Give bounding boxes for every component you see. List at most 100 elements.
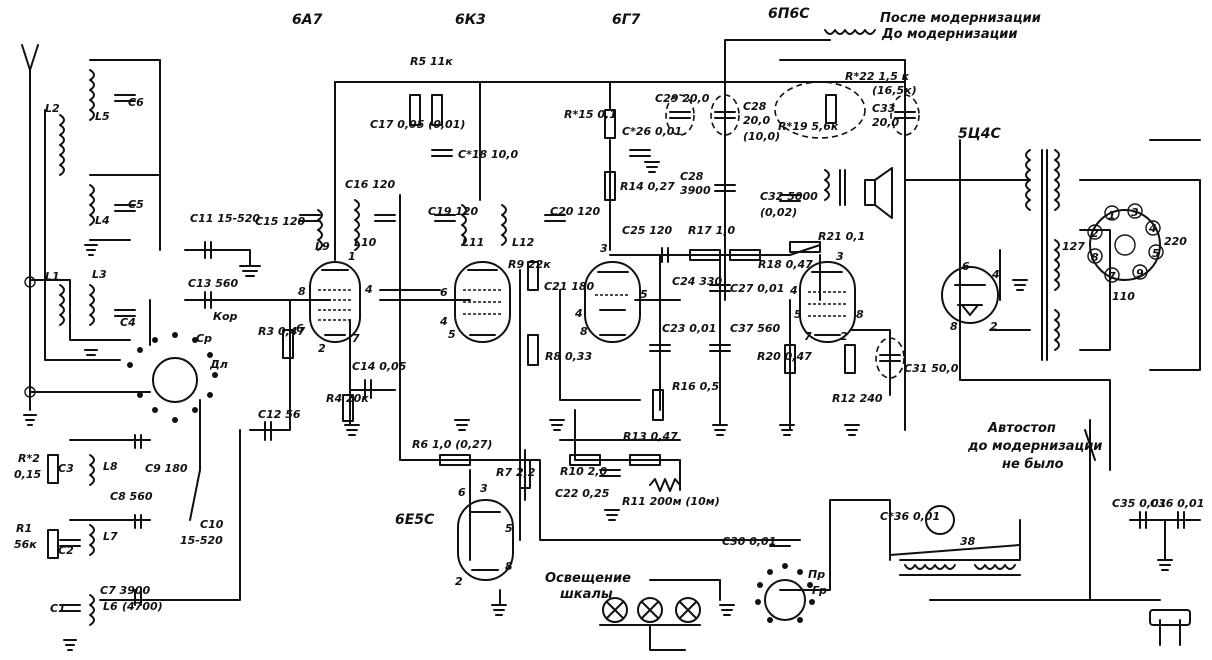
component-label: Дл bbox=[209, 358, 228, 371]
component-label: C28 bbox=[743, 100, 767, 113]
tube-label: 6К3 bbox=[455, 12, 486, 28]
component-label: C12 56 bbox=[258, 408, 301, 421]
note-autostop: Автостоп bbox=[987, 421, 1056, 436]
pin-number: 5 bbox=[448, 328, 456, 341]
component-label: 20,0 bbox=[872, 116, 899, 129]
component-label: L11 bbox=[462, 236, 484, 249]
misc-symbols bbox=[23, 161, 1191, 651]
component-label: R3 0,47 bbox=[258, 325, 305, 338]
component-label: R5 11к bbox=[410, 55, 453, 68]
note-labels: После модернизации До модернизации Автос… bbox=[545, 11, 1102, 602]
component-label: C4 bbox=[120, 316, 136, 329]
component-label: L9 bbox=[315, 240, 330, 253]
component-label: L5 bbox=[95, 110, 110, 123]
component-label: C23 0,01 bbox=[662, 322, 716, 335]
component-label: L3 bbox=[92, 268, 107, 281]
note-autostop: не было bbox=[1002, 457, 1064, 472]
component-label: C21 180 bbox=[544, 280, 595, 293]
pin-number: 2 bbox=[990, 320, 998, 333]
component-label: 38 bbox=[960, 535, 976, 548]
pin-number: 2 bbox=[840, 330, 848, 343]
pin-number: 1 bbox=[1108, 209, 1116, 222]
pin-number: 2 bbox=[455, 575, 463, 588]
switches bbox=[127, 203, 1164, 623]
note-autostop: до модернизации bbox=[967, 439, 1102, 454]
pin-number: 1 bbox=[348, 250, 356, 263]
pin-number: 4 bbox=[439, 315, 448, 328]
component-label: 127 bbox=[1062, 240, 1085, 253]
component-label: C13 560 bbox=[188, 277, 239, 290]
pin-number: 3 bbox=[836, 250, 844, 263]
pin-number: 5 bbox=[640, 288, 648, 301]
component-label: R14 0,27 bbox=[620, 180, 675, 193]
component-label: R13 0,47 bbox=[623, 430, 678, 443]
component-label: 56к bbox=[14, 538, 37, 551]
pin-number: 3 bbox=[480, 482, 488, 495]
pin-number: 7 bbox=[1108, 270, 1116, 283]
component-label: R*19 5,6к bbox=[778, 120, 839, 133]
component-label: Ср bbox=[196, 332, 212, 345]
pin-number: 7 bbox=[352, 332, 360, 345]
tube-6e5s-envelope bbox=[457, 499, 514, 581]
component-label: C16 120 bbox=[345, 178, 396, 191]
component-label: 15-520 bbox=[180, 534, 223, 547]
lamp-icon bbox=[602, 597, 628, 623]
pin-number: 7 bbox=[804, 330, 812, 343]
pin-number: 4 bbox=[574, 307, 583, 320]
pin-number: 2 bbox=[1091, 227, 1099, 240]
lamp-icon bbox=[675, 597, 701, 623]
component-label: C19 120 bbox=[428, 205, 479, 218]
tube-6p6s-envelope bbox=[799, 261, 856, 343]
tube-labels: 6А7 6К3 6Г7 6П6С 5Ц4С 6Е5С bbox=[292, 6, 1001, 528]
band-switch bbox=[152, 357, 198, 403]
pin-number: 8 bbox=[298, 285, 306, 298]
component-label: C6 bbox=[128, 96, 144, 109]
autostop-switch bbox=[1084, 429, 1096, 461]
component-label: C5 bbox=[128, 198, 144, 211]
component-label: L12 bbox=[512, 236, 535, 249]
component-label: R11 200м (10м) bbox=[622, 495, 720, 508]
component-label: (0,02) bbox=[760, 206, 797, 219]
component-label: L6 bbox=[103, 600, 118, 613]
component-label: C37 560 bbox=[730, 322, 781, 335]
tube-label: 6А7 bbox=[292, 12, 323, 28]
component-label: L7 bbox=[103, 530, 118, 543]
component-label: C*26 0,01 bbox=[622, 125, 682, 138]
component-label: R21 0,1 bbox=[818, 230, 865, 243]
component-label: C30 0,01 bbox=[722, 535, 776, 548]
component-label: C33 bbox=[872, 102, 896, 115]
component-label: C35 0,01 bbox=[1112, 497, 1166, 510]
component-label: C3 bbox=[58, 462, 74, 475]
component-label: R12 240 bbox=[832, 392, 883, 405]
pin-number: 8 bbox=[580, 325, 588, 338]
wiring bbox=[21, 39, 1201, 651]
ground-icons bbox=[23, 161, 1173, 651]
component-label: R10 2,0 bbox=[560, 465, 607, 478]
component-label: R20 0,47 bbox=[757, 350, 812, 363]
component-label: C17 0,05 (0,01) bbox=[370, 118, 465, 131]
component-label: C*18 10,0 bbox=[458, 148, 518, 161]
coils bbox=[59, 29, 1060, 626]
note-before-modernization: До модернизации bbox=[881, 27, 1017, 42]
capacitors bbox=[59, 94, 1185, 612]
pin-number: 8 bbox=[505, 560, 513, 573]
voltage-selector bbox=[1089, 209, 1161, 281]
pin-number: 4 bbox=[789, 284, 798, 297]
resistors bbox=[47, 94, 856, 559]
note-lighting: Освещение bbox=[545, 571, 631, 586]
component-label: L2 bbox=[45, 102, 60, 115]
tube-6k3-envelope bbox=[454, 261, 511, 343]
power-plug-icon bbox=[1149, 609, 1191, 626]
component-label: C*36 0,01 bbox=[880, 510, 940, 523]
component-label: C25 120 bbox=[622, 224, 673, 237]
lamp-icon bbox=[637, 597, 663, 623]
component-label: R16 0,5 bbox=[672, 380, 719, 393]
pin-number: 6 bbox=[458, 486, 466, 499]
component-label: 220 bbox=[1164, 235, 1187, 248]
component-label: C28 bbox=[680, 170, 704, 183]
component-label: R7 2,2 bbox=[496, 466, 536, 479]
component-label: R1 bbox=[16, 522, 32, 535]
component-label: L4 bbox=[95, 214, 110, 227]
tube-6g7-envelope bbox=[584, 261, 641, 343]
